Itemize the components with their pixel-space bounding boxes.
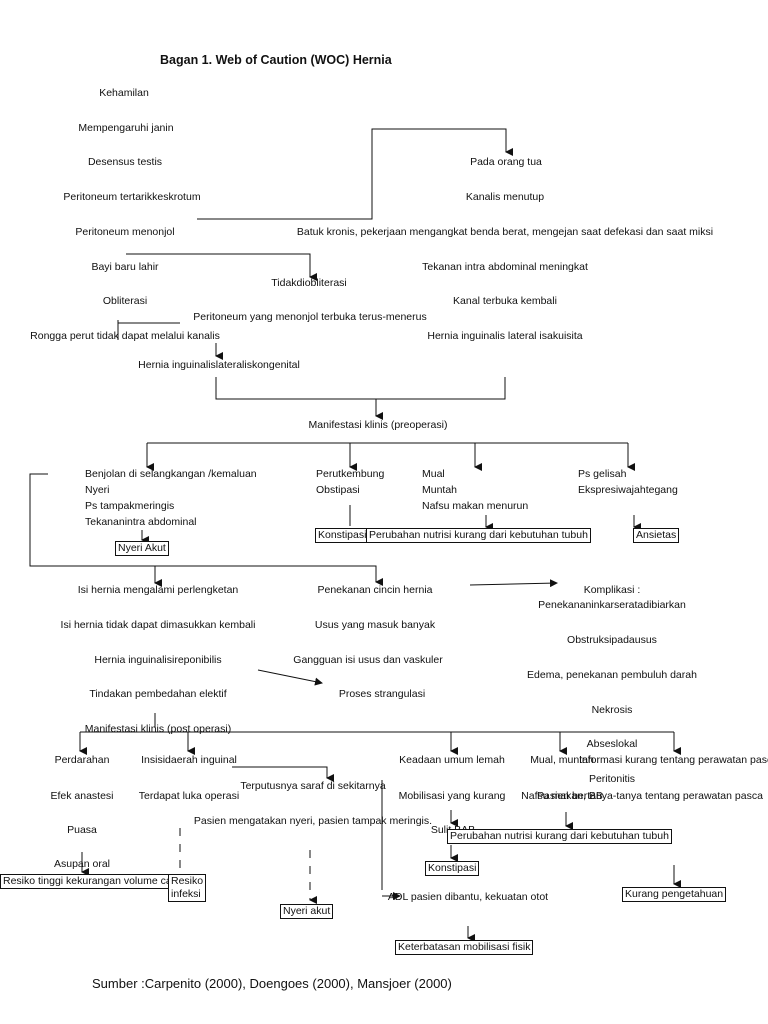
node-manifestasi-postop: Manifestasi klinis (post operasi) [84, 723, 232, 735]
node-kehamilan: Kehamilan [99, 87, 149, 99]
node-terputus-saraf: Terputusnya saraf di sekitarnya [240, 780, 386, 792]
node-tekanan-intra-abdominal: Tekanan intra abdominal meningkat [422, 261, 588, 273]
node-tidak-dimasukkan: Isi hernia tidak dapat dimasukkan kembal… [60, 619, 256, 631]
node-usus-masuk: Usus yang masuk banyak [314, 619, 436, 631]
node-adl-pasien: ADL pasien dibantu, kekuatan otot [387, 891, 549, 903]
diagnosis-resiko-infeksi: Resiko infeksi [168, 874, 207, 902]
diagnosis-nutrisi-preop: Perubahan nutrisi kurang dari kebutuhan … [366, 528, 591, 543]
node-nafsu-makan: Nafsu makan, BB [521, 790, 603, 802]
node-peritoneum-menonjol: Peritoneum menonjol [75, 226, 175, 238]
node-kanal-terbuka: Kanal terbuka kembali [453, 295, 557, 307]
preop-col3-item: Mual [422, 468, 445, 480]
preop-col4-item: Ekspresiwajahtegang [578, 484, 678, 496]
node-tidak-obliterasi: Tidakdiobliterasi [271, 277, 347, 289]
node-efek-anestesi: Efek anastesi [50, 790, 114, 802]
source-citation: Sumber :Carpenito (2000), Doengoes (2000… [92, 976, 452, 991]
node-pada-orang-tua: Pada orang tua [470, 156, 542, 168]
node-kanalis-menutup: Kanalis menutup [465, 191, 545, 203]
node-gangguan-usus: Gangguan isi usus dan vaskuler [293, 654, 443, 666]
komplikasi-item: Obstruksipadausus [567, 634, 657, 646]
resiko-infeksi-line1: Resiko [171, 875, 204, 887]
diagnosis-nyeri-akut-preop: Nyeri Akut [115, 541, 169, 556]
preop-col3-item: Nafsu makan menurun [422, 500, 529, 512]
node-hernia-akuisita: Hernia inguinalis lateral isakuisita [427, 330, 583, 342]
node-desensus-testis: Desensus testis [87, 156, 163, 168]
resiko-infeksi-line2: infeksi [171, 888, 201, 900]
komplikasi-item: Edema, penekanan pembuluh darah [527, 669, 697, 681]
diagnosis-keterbatasan-mobilisasi: Keterbatasan mobilisasi fisik [395, 940, 534, 955]
node-puasa: Puasa [67, 824, 97, 836]
preop-col1-item: Nyeri [85, 484, 110, 496]
komplikasi-item: Abseslokal [586, 738, 638, 750]
preop-col4-item: Ps gelisah [578, 468, 627, 480]
node-rongga-perut: Rongga perut tidak dapat melalui kanalis [30, 330, 220, 342]
node-pasien-bertanya: Pasien bertanya-tanya tentang perawatan … [537, 790, 763, 802]
node-mual-muntah: Mual, muntah [530, 754, 594, 766]
diagnosis-nyeri-akut-postop: Nyeri akut [280, 904, 334, 919]
preop-col2-item: Perutkembung [316, 468, 385, 480]
diagnosis-konstipasi-preop: Konstipasi [315, 528, 370, 543]
diagnosis-kurang-pengetahuan: Kurang pengetahuan [622, 887, 727, 902]
diagram-title: Bagan 1. Web of Caution (WOC) Hernia [160, 53, 392, 67]
node-perlengketan: Isi hernia mengalami perlengketan [77, 584, 239, 596]
node-mempengaruhi-janin: Mempengaruhi janin [78, 122, 174, 134]
node-asupan-oral: Asupan oral [53, 858, 111, 870]
node-batuk-kronis: Batuk kronis, pekerjaan mengangkat benda… [296, 226, 714, 238]
node-komplikasi-label: Komplikasi : [583, 584, 641, 596]
diagnosis-konstipasi-postop: Konstipasi [425, 861, 480, 876]
node-obliterasi: Obliterasi [102, 295, 148, 307]
node-hernia-kongenital: Hernia inguinalislateraliskongenital [138, 359, 300, 371]
diagnosis-nutrisi-postop: Perubahan nutrisi kurang dari kebutuhan … [447, 829, 672, 844]
preop-col2-item: Obstipasi [316, 484, 360, 496]
node-mobilisasi-kurang: Mobilisasi yang kurang [398, 790, 506, 802]
node-informasi-kurang: Informasi kurang tentang perawatan pasca [579, 754, 768, 766]
node-pasien-nyeri: Pasien mengatakan nyeri, pasien tampak m… [193, 815, 433, 827]
node-proses-strangulasi: Proses strangulasi [338, 688, 426, 700]
diagnosis-ansietas: Ansietas [633, 528, 680, 543]
node-perdarahan: Perdarahan [54, 754, 110, 766]
preop-col1-item: Ps tampakmeringis [85, 500, 175, 512]
diagnosis-resiko-volume: Resiko tinggi kekurangan volume cairan [0, 874, 193, 889]
node-penekanan-cincin: Penekanan cincin hernia [317, 584, 433, 596]
komplikasi-item: Penekananinkarseratadibiarkan [538, 599, 686, 611]
preop-col1-item: Tekananintra abdominal [85, 516, 197, 528]
node-keadaan-umum: Keadaan umum lemah [399, 754, 505, 766]
komplikasi-item: Peritonitis [588, 773, 636, 785]
preop-col3-item: Muntah [422, 484, 458, 496]
node-tindakan-pembedahan: Tindakan pembedahan elektif [89, 688, 227, 700]
komplikasi-item: Nekrosis [591, 704, 633, 716]
node-insisi-inguinal: Insisidaerah inguinal [141, 754, 237, 766]
node-bayi-baru-lahir: Bayi baru lahir [91, 261, 159, 273]
preop-col1-item: Benjolan di selangkangan /kemaluan [85, 468, 257, 480]
node-manifestasi-preop: Manifestasi klinis (preoperasi) [308, 419, 448, 431]
node-ireponibilis: Hernia inguinalisireponibilis [94, 654, 222, 666]
node-peritoneum-terbuka: Peritoneum yang menonjol terbuka terus-m… [193, 311, 427, 323]
node-peritoneum-tertarik: Peritoneum tertarikkeskrotum [63, 191, 201, 203]
node-luka-operasi: Terdapat luka operasi [138, 790, 240, 802]
